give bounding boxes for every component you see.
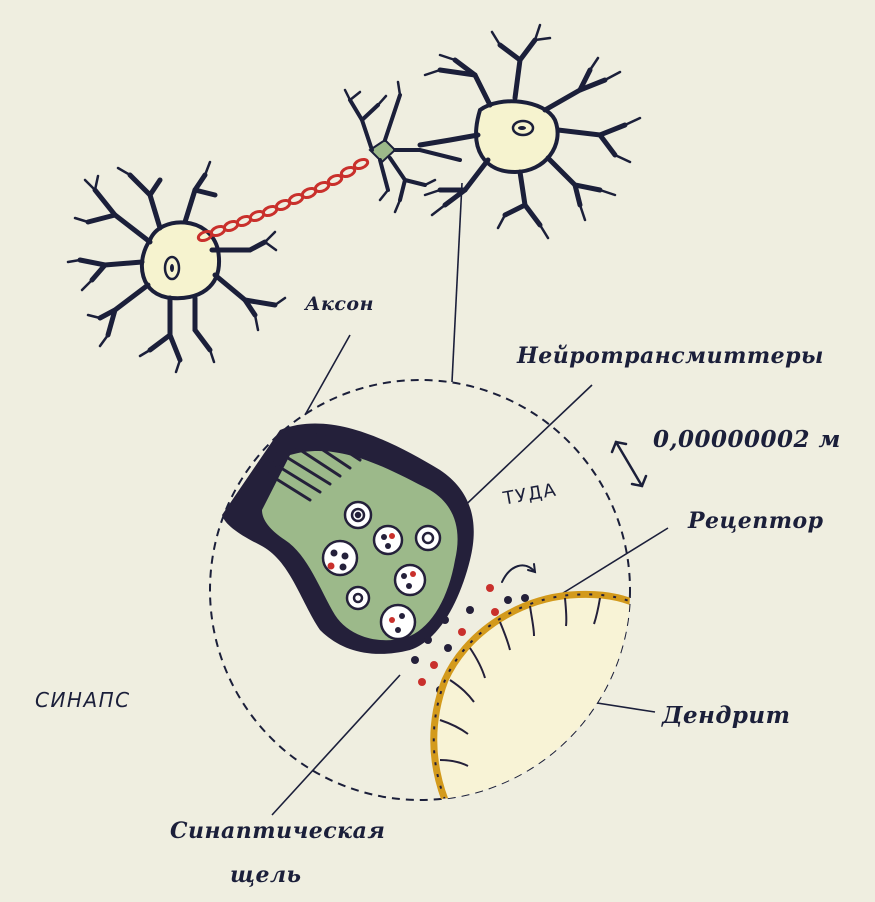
- neuron-top: [417, 23, 642, 240]
- vesicles: [321, 500, 442, 641]
- dendrite: [430, 590, 630, 800]
- flow-arrow: [501, 563, 537, 583]
- synaptic-cleft-label-line1: Синаптическая: [170, 818, 386, 844]
- synaptic-cleft-label-line2: щель: [230, 862, 302, 888]
- distance-arrow: [610, 440, 648, 488]
- axon-terminal: [222, 423, 474, 654]
- distance-label: 0,00000002 м: [653, 426, 841, 453]
- dendrite-branch: [343, 80, 462, 214]
- leader-lines: [271, 182, 669, 816]
- magnify-circle: [209, 379, 631, 801]
- axon-label: Аксон: [305, 293, 374, 315]
- neuron-left: [66, 160, 287, 374]
- dendrite-label: Дендрит: [662, 702, 791, 729]
- synapse-label: СИНАПС: [35, 688, 131, 712]
- receptor-label: Рецептор: [688, 508, 824, 534]
- neurotransmitters-label: Нейротрансмиттеры: [517, 343, 824, 369]
- axon-chain: [196, 157, 370, 243]
